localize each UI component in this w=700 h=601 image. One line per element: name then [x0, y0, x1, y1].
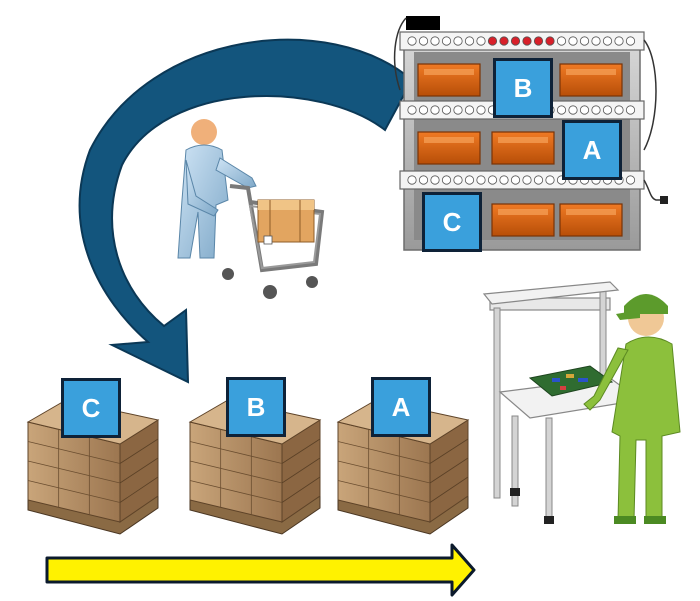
pallet-boxes-icon	[336, 399, 470, 535]
pallet-label-middle: B	[226, 377, 286, 437]
shelf-label-middle: A	[562, 120, 622, 180]
shopping-cart-person-icon	[177, 119, 325, 299]
shelf-label-bottom: C	[422, 192, 482, 252]
curved-flow-arrow	[78, 38, 414, 384]
pallet-label-left: C	[61, 378, 121, 438]
horizontal-flow-arrow	[45, 543, 476, 597]
workbench-worker-icon	[482, 281, 681, 524]
shelf-label-top: B	[493, 58, 553, 118]
pallet-label-right: A	[371, 377, 431, 437]
